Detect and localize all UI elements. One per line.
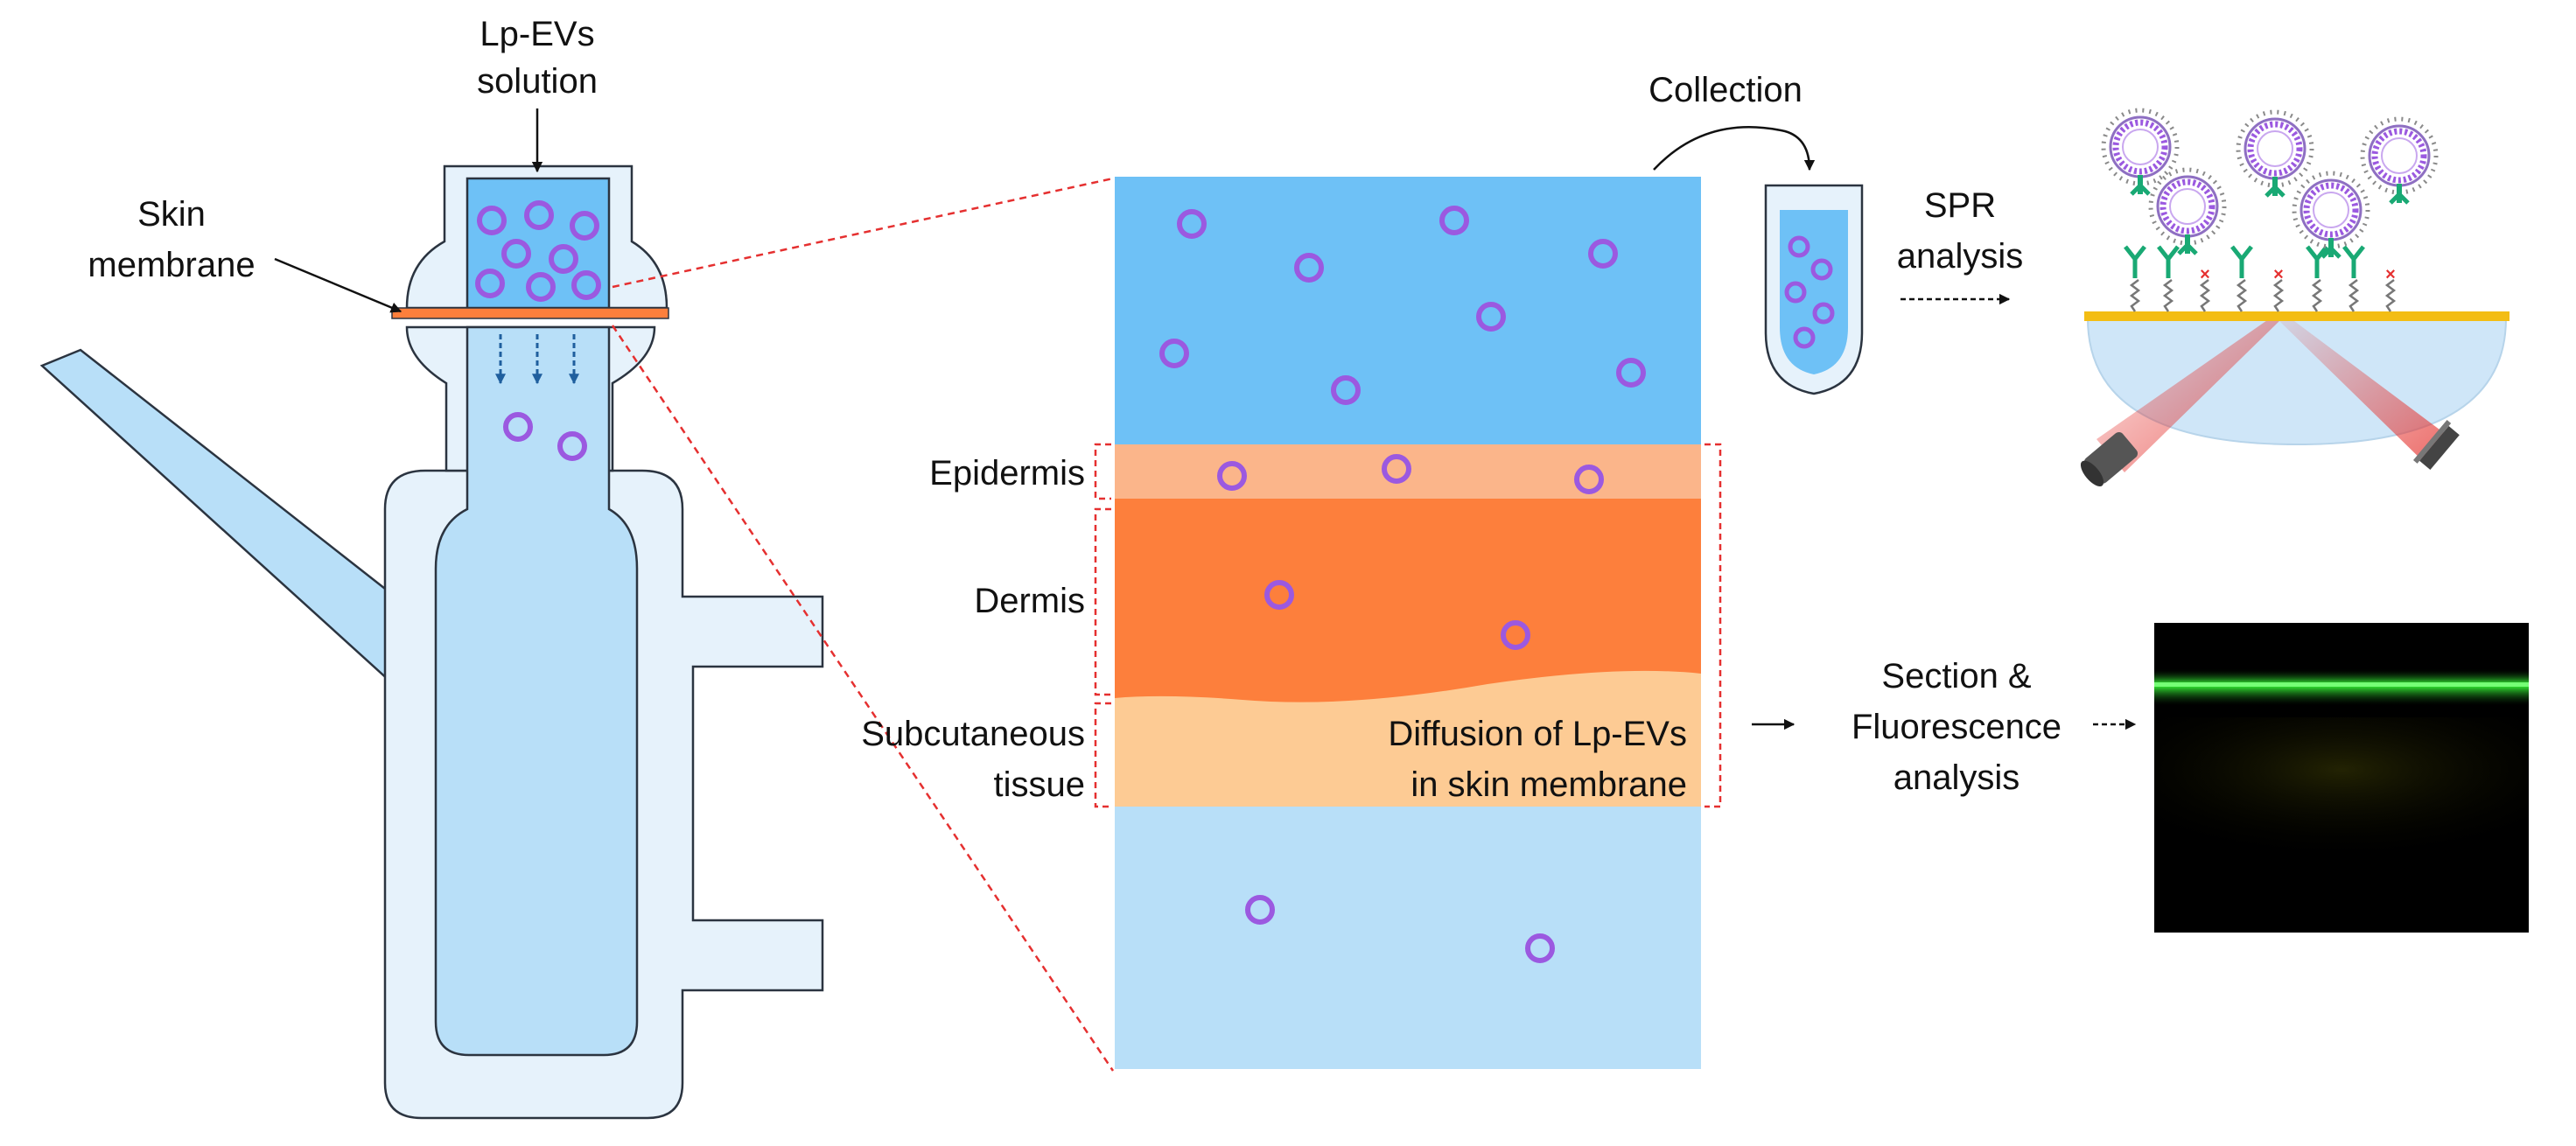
laser-beam-out <box>2278 318 2450 464</box>
skin-membrane-strip <box>391 307 669 319</box>
epidermis-label: Epidermis <box>929 454 1085 493</box>
red-x-icon: × <box>2385 265 2396 284</box>
linker-icon <box>2273 278 2284 313</box>
subcutaneous-label-line2: tissue <box>994 765 1086 804</box>
skin-cross-section <box>1094 177 1722 1069</box>
skin-membrane-label-line2: membrane <box>88 246 255 284</box>
spr-label-line1: SPR <box>1924 186 1996 225</box>
linker-icon <box>2163 278 2174 313</box>
sensor-surface-molecules: × × × <box>2125 247 2396 313</box>
right-bracket <box>1704 443 1722 808</box>
linker-icon <box>2348 278 2359 313</box>
lp-evs-solution-label-line1: Lp-EVs <box>480 15 594 53</box>
ev-ring-icon <box>1788 235 1810 258</box>
antibody-y-icon <box>2232 247 2251 278</box>
red-x-icon: × <box>2200 265 2210 284</box>
subcutaneous-bracket <box>1094 702 1111 808</box>
vesicle-ring-icon <box>2238 112 2312 196</box>
zoom-line-top <box>612 177 1114 289</box>
section-label-line1: Section & <box>1881 657 2032 695</box>
bound-evs <box>2104 110 2436 257</box>
dermis-label: Dermis <box>974 582 1085 620</box>
receptor-layer <box>1115 807 1701 1069</box>
laser-beam-in <box>2096 318 2280 472</box>
diffusion-caption-line2: in skin membrane <box>1410 765 1687 804</box>
antibody-y-icon <box>2307 247 2327 278</box>
skin-membrane-label-line1: Skin <box>137 195 206 234</box>
section-label-line3: analysis <box>1894 758 2020 797</box>
franz-cell <box>39 164 824 1120</box>
diffusion-caption-line1: Diffusion of Lp-EVs <box>1388 715 1687 753</box>
linker-icon <box>2312 278 2322 313</box>
arrow-icon <box>274 257 402 313</box>
linker-icon <box>2236 278 2247 313</box>
ev-ring-icon <box>1810 258 1833 281</box>
section-label-line2: Fluorescence <box>1852 708 2062 746</box>
dermis-bracket <box>1094 507 1111 696</box>
zoom-line-bottom <box>611 325 1115 1072</box>
spr-sensor: × × × <box>2080 110 2510 487</box>
detector-icon <box>2412 420 2460 471</box>
red-x-icon: × <box>2273 265 2284 284</box>
ev-ring-icon <box>1793 326 1816 349</box>
laser-source-icon <box>2080 431 2138 487</box>
collection-label: Collection <box>1648 71 1802 109</box>
antibody-y-icon <box>2125 247 2145 278</box>
vesicle-ring-icon <box>2362 119 2436 203</box>
donor-solution <box>466 177 611 310</box>
linker-icon <box>2130 278 2140 313</box>
linker-icon <box>2385 278 2396 313</box>
subcutaneous-label-line1: Subcutaneous <box>861 715 1085 753</box>
ev-ring-icon <box>1784 281 1807 304</box>
sampling-arm <box>39 348 439 727</box>
donor-layer <box>1115 177 1701 444</box>
vesicle-ring-icon <box>2151 170 2224 254</box>
epidermis-bracket <box>1094 443 1111 500</box>
gold-film <box>2084 311 2510 321</box>
vesicle-ring-icon <box>2294 173 2368 257</box>
spr-label-line2: analysis <box>1897 237 2024 276</box>
microtube-icon <box>1764 184 1864 395</box>
ev-ring-icon <box>1812 302 1835 325</box>
antibody-y-icon <box>2344 247 2363 278</box>
lp-evs-solution-label-line2: solution <box>477 62 598 101</box>
layer-brackets <box>1094 443 1722 808</box>
collection-arrow <box>1653 126 1816 171</box>
vesicle-ring-icon <box>2104 110 2177 194</box>
linker-icon <box>2200 278 2210 313</box>
fluorescence-micrograph <box>2154 623 2529 933</box>
receptor-solution <box>434 325 639 1057</box>
antibody-y-icon <box>2159 247 2178 278</box>
dermis-layer <box>1115 499 1701 702</box>
